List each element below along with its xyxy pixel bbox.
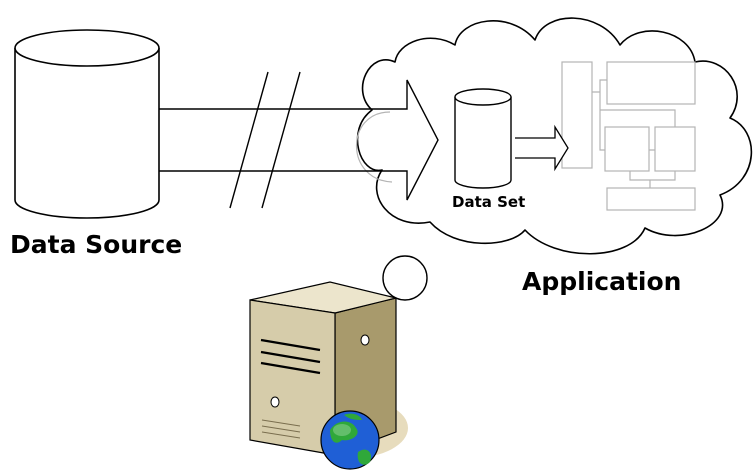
data-source-label: Data Source [10, 230, 182, 259]
globe-icon [320, 410, 380, 470]
connection-break-marks [229, 71, 301, 209]
data-source-cylinder [14, 29, 160, 219]
application-architecture-sketch [561, 61, 696, 211]
data-set-label: Data Set [452, 193, 525, 211]
application-label: Application [522, 267, 681, 296]
data-flow-arrow [146, 79, 439, 201]
data-set-cylinder [454, 88, 512, 189]
dataset-to-app-arrow [515, 124, 569, 172]
